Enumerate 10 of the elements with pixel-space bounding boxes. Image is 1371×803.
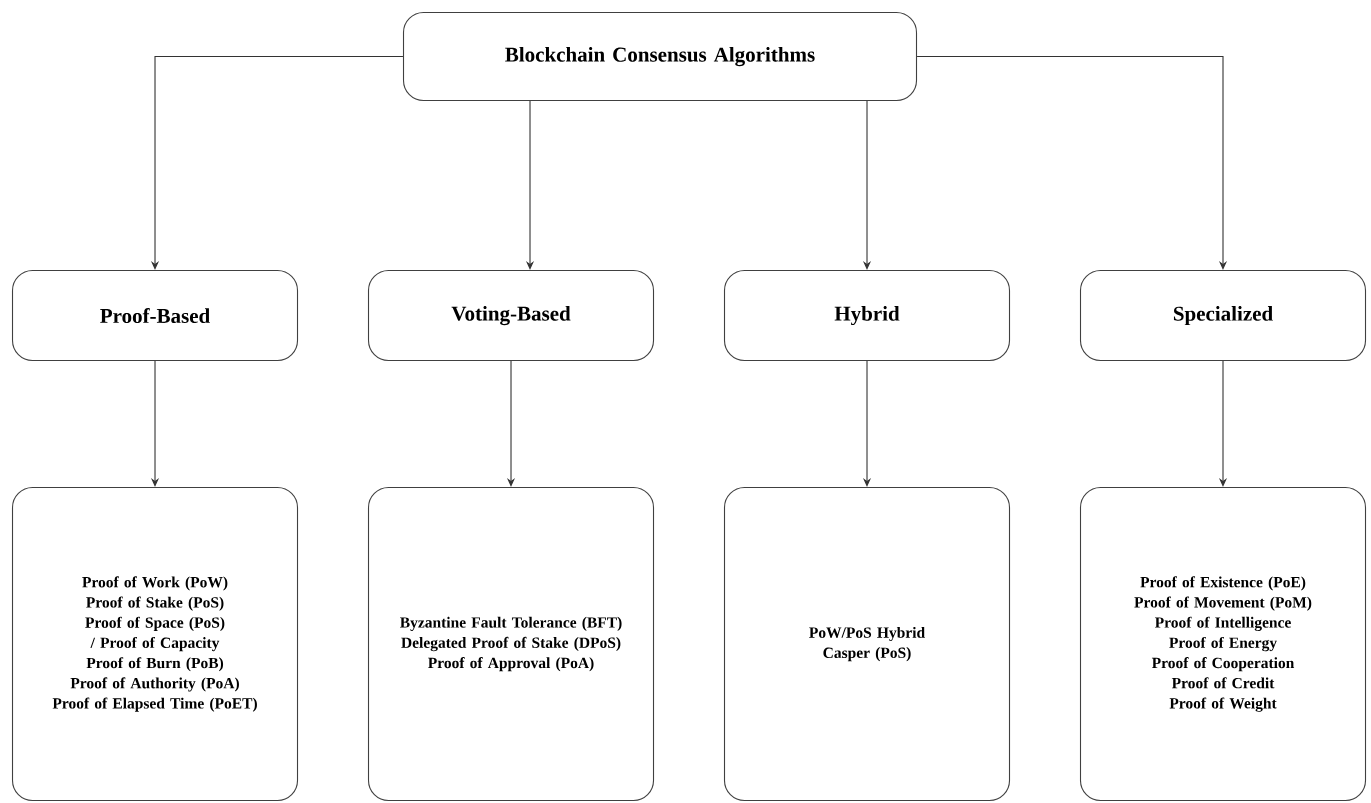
- title-box: Blockchain Consensus Algorithms: [402, 12, 918, 102]
- category-box: Specialized: [1079, 270, 1367, 362]
- arrow: [916, 56, 1228, 270]
- list-box: PoW/PoS Hybrid Casper (PoS): [723, 487, 1011, 802]
- list-box: Proof of Work (PoW) Proof of Stake (PoS) Proof of Space (PoS) / Proof of Capacity Proof of Burn (PoB) Proof of Authority (PoA) Proof of Elapsed Time (PoET): [11, 487, 299, 802]
- list-box: Byzantine Fault Tolerance (BFT) Delegated Proof of Stake (DPoS) Proof of Approval (PoA): [367, 487, 655, 802]
- category-box: Proof-Based: [11, 270, 299, 362]
- list-box: Proof of Existence (PoE) Proof of Movement (PoM) Proof of Intelligence Proof of Energy Proof of Cooperation Proof of Credit Proof of Weight: [1079, 487, 1367, 802]
- category-box: Voting-Based: [367, 270, 655, 362]
- category-box: Hybrid: [723, 270, 1011, 362]
